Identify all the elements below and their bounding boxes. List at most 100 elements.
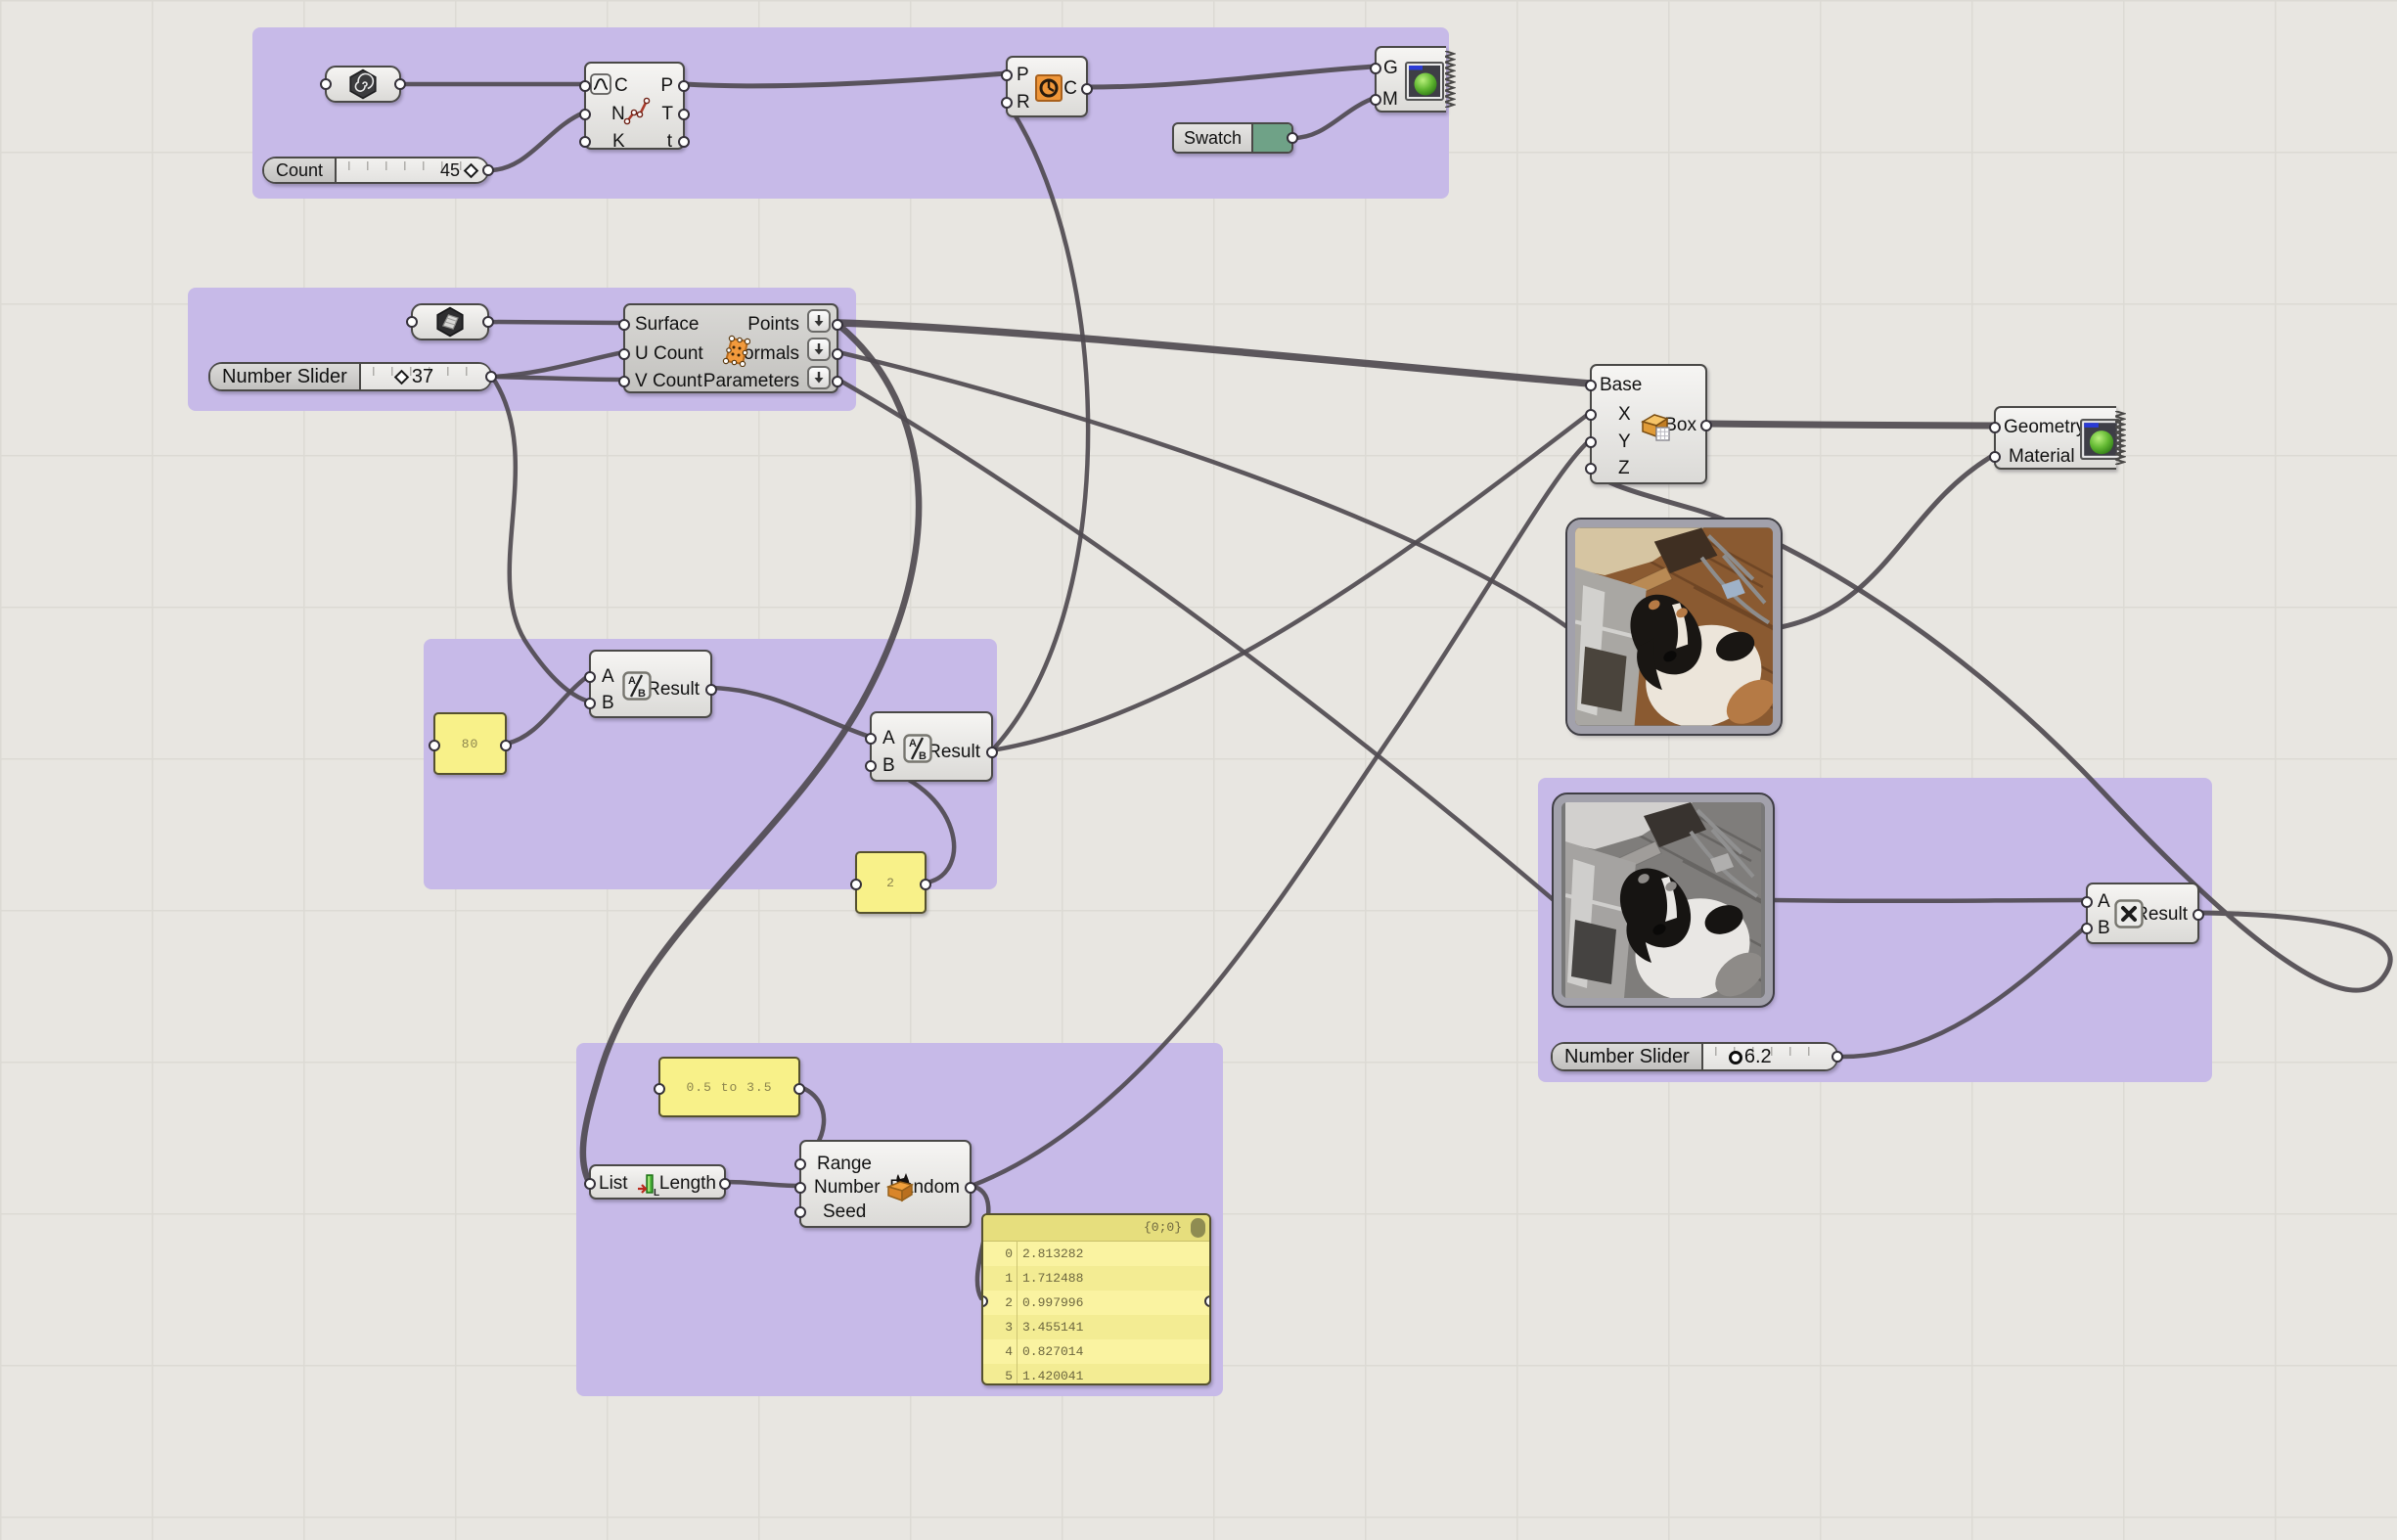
output-p[interactable] [678,80,690,92]
swatch-color[interactable] [1251,124,1291,152]
output-random[interactable] [965,1182,976,1194]
port-label-surface: Surface [635,314,700,335]
panel-output[interactable] [793,1083,805,1095]
panel-output[interactable] [920,879,931,890]
output-normals[interactable] [832,348,843,360]
curve-param-output[interactable] [394,78,406,90]
input-g[interactable] [1370,63,1381,74]
input-vcount[interactable] [618,376,630,387]
input-z[interactable] [1585,463,1597,475]
curve-param-connector[interactable] [320,78,332,90]
panel-2[interactable]: 2 [850,851,931,914]
dog-photo-color[interactable] [1565,518,1783,736]
wire-params-to-grayimage [836,377,1557,903]
row-index: 4 [1005,1344,1013,1359]
preview-top-component[interactable]: G M [1370,46,1446,113]
input-surface[interactable] [618,319,630,331]
output-result[interactable] [2193,909,2204,921]
input-m[interactable] [1370,94,1381,106]
swatch-component[interactable]: Swatch [1172,122,1298,154]
list-length-component[interactable]: List Length L [584,1164,731,1200]
output-points[interactable] [832,319,843,331]
wire-slider62-to-multb [1835,924,2089,1060]
output-parameters[interactable] [832,376,843,387]
input-base[interactable] [1585,380,1597,391]
input-y[interactable] [1585,436,1597,448]
panel-output[interactable] [1204,1295,1209,1307]
count-slider[interactable]: Count 45 [262,157,494,184]
output-result[interactable] [705,684,717,696]
output-t[interactable] [678,109,690,120]
panel-scrollbar[interactable] [1191,1218,1205,1238]
panel-range-value: 0.5 to 3.5 [686,1079,773,1095]
port-label-a: A [602,666,614,687]
output-circle[interactable] [1081,83,1093,95]
surface-param-output[interactable] [482,316,494,328]
input-ucount[interactable] [618,348,630,360]
input-geometry[interactable] [1989,422,2001,433]
panel-input[interactable] [429,740,440,751]
factor-slider-rail[interactable]: 6.2 [1702,1044,1836,1069]
input-b[interactable] [865,760,877,772]
input-seed[interactable] [794,1206,806,1218]
input-a[interactable] [2081,896,2093,908]
multiply-component[interactable]: A B Result [2081,883,2204,944]
division-component-2[interactable]: A B Result A B [865,711,998,782]
custom-preview-component[interactable]: Geometry Material [1989,406,2116,470]
factor-number-slider[interactable]: Number Slider 6.2 [1551,1042,1843,1071]
output-t2[interactable] [678,136,690,148]
panel-range[interactable]: 0.5 to 3.5 [654,1057,805,1117]
flatten-button-parameters[interactable] [807,366,831,389]
output-result[interactable] [986,747,998,758]
panel-output[interactable] [500,740,512,751]
surface-parameter[interactable] [406,303,494,340]
port-label-p: P [1017,65,1029,85]
factor-slider-output[interactable] [1832,1051,1843,1063]
input-radius[interactable] [1001,97,1013,109]
swatch-output[interactable] [1287,132,1298,144]
flatten-button-normals[interactable] [807,338,831,361]
uv-slider-output[interactable] [485,371,497,383]
divide-curve-component[interactable]: C N K P T t [579,62,690,152]
flatten-button-points[interactable] [807,309,831,333]
division-component-1[interactable]: A B Result A B [584,650,717,718]
panel-80[interactable]: 80 [429,712,512,775]
input-k[interactable] [579,136,591,148]
circle-component[interactable]: P R C [1001,56,1093,117]
panel-input[interactable] [654,1083,665,1095]
input-a[interactable] [584,671,596,683]
panel-input[interactable] [850,879,862,890]
photo-input[interactable] [1567,623,1574,635]
input-b[interactable] [584,698,596,709]
input-plane[interactable] [1001,69,1013,81]
output-length[interactable] [719,1178,731,1190]
row-index: 3 [1005,1320,1013,1335]
input-number[interactable] [794,1182,806,1194]
photo-input[interactable] [1554,896,1560,908]
count-slider-rail[interactable]: 45 [337,159,487,182]
curve-parameter[interactable] [320,66,406,103]
input-material[interactable] [1989,451,2001,463]
input-range[interactable] [794,1158,806,1170]
count-slider-output[interactable] [482,164,494,176]
input-b[interactable] [2081,923,2093,934]
input-x[interactable] [1585,409,1597,421]
input-list[interactable] [584,1178,596,1190]
uv-slider-rail[interactable]: 37 [360,364,490,389]
factor-slider-grip[interactable] [1728,1051,1742,1064]
random-component[interactable]: Range Number Seed Random [794,1140,976,1228]
photo-output[interactable] [1774,623,1781,635]
input-a[interactable] [865,733,877,745]
box-component[interactable]: Base X Y Z Box [1585,364,1712,484]
input-c[interactable] [579,80,591,92]
surface-param-connector[interactable] [406,316,418,328]
divide-surface-component[interactable]: Surface U Count V Count Points Normals P… [618,303,843,393]
uv-number-slider[interactable]: Number Slider 37 [208,362,497,391]
output-box[interactable] [1700,420,1712,431]
dog-photo-grayscale[interactable] [1552,793,1775,1008]
photo-output[interactable] [1766,896,1773,908]
input-n[interactable] [579,109,591,120]
